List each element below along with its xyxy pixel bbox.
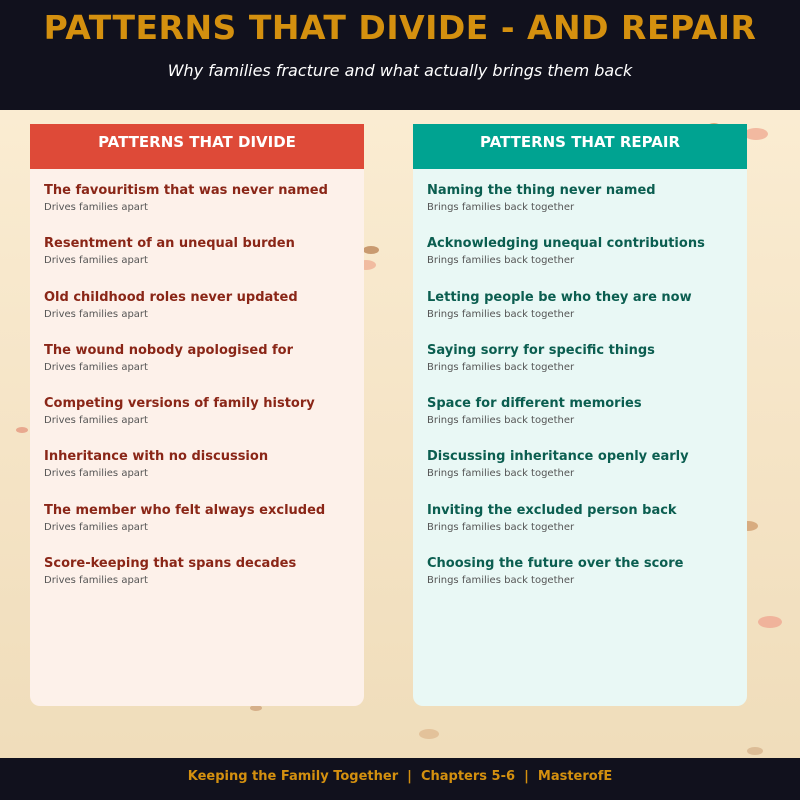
- divide-item: The member who felt always excluded Driv…: [44, 503, 364, 556]
- repair-heading: PATTERNS THAT REPAIR: [413, 124, 747, 169]
- footer-bar: Keeping the Family Together | Chapters 5…: [0, 758, 800, 800]
- repair-item: Saying sorry for specific things Brings …: [427, 343, 747, 396]
- divide-item-title: Old childhood roles never updated: [44, 289, 298, 305]
- repair-item-title: Acknowledging unequal contributions: [427, 236, 705, 252]
- repair-item-title: Naming the thing never named: [427, 183, 656, 198]
- divide-panel: PATTERNS THAT DIVIDE The favouritism tha…: [30, 124, 364, 706]
- repair-item: Naming the thing never named Brings fami…: [427, 183, 747, 236]
- divide-item-subtitle: Drives families apart: [44, 361, 148, 373]
- divide-item-subtitle: Drives families apart: [44, 308, 148, 320]
- divide-item-subtitle: Drives families apart: [44, 202, 148, 213]
- divide-item: The wound nobody apologised for Drives f…: [44, 343, 364, 396]
- repair-item-title: Inviting the excluded person back: [427, 502, 677, 518]
- divide-item-subtitle: Drives families apart: [44, 521, 148, 533]
- repair-item-subtitle: Brings families back together: [427, 202, 575, 213]
- repair-item-subtitle: Brings families back together: [427, 468, 575, 480]
- divide-item: The favouritism that was never named Dri…: [44, 183, 364, 236]
- repair-item-title: Space for different memories: [427, 396, 642, 412]
- divide-item-subtitle: Drives families apart: [44, 468, 148, 480]
- repair-item-subtitle: Brings families back together: [427, 255, 575, 267]
- divide-item-title: Inheritance with no discussion: [44, 449, 269, 465]
- repair-item: Letting people be who they are now Bring…: [427, 290, 747, 343]
- divide-item-subtitle: Drives families apart: [44, 575, 148, 587]
- divide-heading: PATTERNS THAT DIVIDE: [30, 124, 364, 169]
- page-subtitle: Why families fracture and what actually …: [167, 61, 633, 80]
- divide-item: Inheritance with no discussion Drives fa…: [44, 449, 364, 502]
- header-banner: PATTERNS THAT DIVIDE - AND REPAIR Why fa…: [0, 0, 800, 110]
- repair-item-subtitle: Brings families back together: [427, 361, 575, 373]
- repair-item-title: Discussing inheritance openly early: [427, 449, 689, 465]
- repair-panel: PATTERNS THAT REPAIR Naming the thing ne…: [413, 124, 747, 706]
- divide-list: The favouritism that was never named Dri…: [30, 169, 364, 609]
- repair-item: Acknowledging unequal contributions Brin…: [427, 236, 747, 289]
- repair-item-subtitle: Brings families back together: [427, 415, 575, 427]
- divide-item: Score-keeping that spans decades Drives …: [44, 556, 364, 609]
- divide-item-title: The favouritism that was never named: [44, 183, 328, 198]
- divide-item-subtitle: Drives families apart: [44, 255, 148, 267]
- page-title: PATTERNS THAT DIVIDE - AND REPAIR: [43, 8, 757, 47]
- repair-item: Choosing the future over the score Bring…: [427, 556, 747, 609]
- repair-item: Space for different memories Brings fami…: [427, 396, 747, 449]
- divide-item-title: Competing versions of family history: [44, 396, 315, 412]
- repair-item: Inviting the excluded person back Brings…: [427, 503, 747, 556]
- repair-item-subtitle: Brings families back together: [427, 575, 575, 587]
- divide-item: Competing versions of family history Dri…: [44, 396, 364, 449]
- repair-item-subtitle: Brings families back together: [427, 521, 575, 533]
- repair-item-title: Saying sorry for specific things: [427, 342, 655, 358]
- divide-item: Resentment of an unequal burden Drives f…: [44, 236, 364, 289]
- footer-text: Keeping the Family Together | Chapters 5…: [187, 769, 613, 784]
- repair-item-title: Letting people be who they are now: [427, 289, 692, 305]
- divide-item: Old childhood roles never updated Drives…: [44, 290, 364, 343]
- divide-item-title: Score-keeping that spans decades: [44, 556, 297, 572]
- divide-item-subtitle: Drives families apart: [44, 415, 148, 427]
- divide-item-title: The wound nobody apologised for: [44, 342, 294, 358]
- repair-list: Naming the thing never named Brings fami…: [413, 169, 747, 609]
- repair-item: Discussing inheritance openly early Brin…: [427, 449, 747, 502]
- repair-item-title: Choosing the future over the score: [427, 556, 684, 572]
- divide-item-title: Resentment of an unequal burden: [44, 236, 295, 252]
- repair-item-subtitle: Brings families back together: [427, 308, 575, 320]
- divide-item-title: The member who felt always excluded: [44, 502, 326, 518]
